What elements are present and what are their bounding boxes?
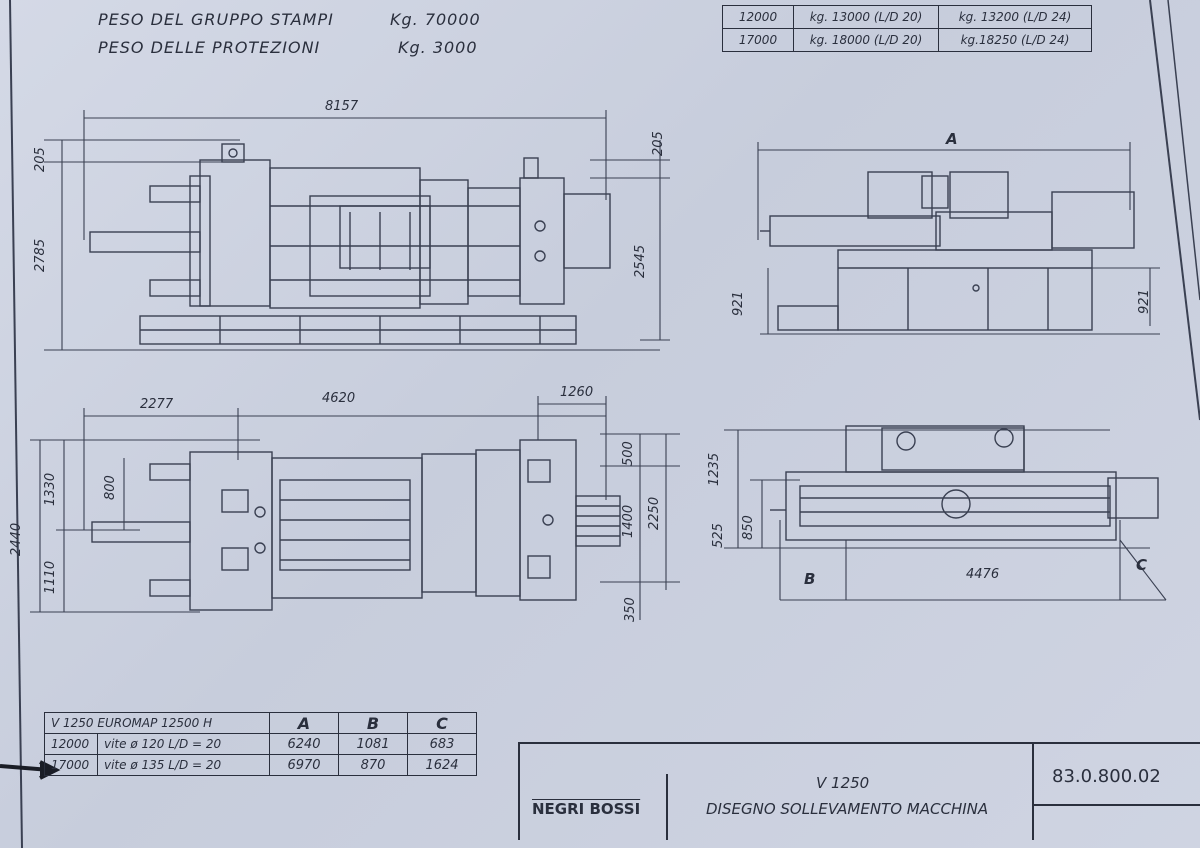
top-right-total-dim: 2250 (647, 496, 662, 530)
weight-ld20: kg. 18000 (L/D 20) (793, 28, 939, 52)
side-view-machine (89, 143, 611, 345)
top-left-total-dim: 2440 (9, 522, 24, 556)
side-height-right-dim: 2545 (633, 244, 648, 278)
inj-height-inner-dim: 850 (741, 515, 756, 540)
dims-row-id: 17000 (44, 754, 98, 776)
description-text: DISEGNO SOLLEVAMENTO MACCHINA (706, 800, 989, 818)
inj-height-total-dim: 1235 (707, 452, 722, 486)
weight-ld24: kg. 13200 (L/D 24) (938, 5, 1092, 29)
top-view-machine (91, 439, 621, 611)
company-cell: NEGRI BOSSI (520, 774, 668, 840)
drawing-number-cell: 83.0.800.02 (1032, 744, 1200, 806)
dims-row-a: 6970 (269, 754, 339, 776)
mold-weight-label: PESO DEL GRUPPO STAMPI (98, 10, 334, 29)
top-left-upper-dim: 1330 (43, 472, 58, 506)
injection-view-machine (770, 425, 1159, 541)
title-block: NEGRI BOSSI V 1250 DISEGNO SOLLEVAMENTO … (518, 742, 1200, 840)
side-height-left-dim: 2785 (33, 238, 48, 272)
dims-row-id: 12000 (44, 733, 98, 755)
dims-row-c: 1624 (407, 754, 477, 776)
guard-weight-value: Kg. 3000 (398, 38, 478, 57)
top-right-top-dim: 500 (621, 441, 636, 466)
inj-length-dim: 4476 (966, 567, 1000, 582)
description-cell: V 1250 DISEGNO SOLLEVAMENTO MACCHINA (666, 744, 1034, 840)
table-row: 12000 vite ø 120 L/D = 20 6240 1081 683 (44, 733, 477, 755)
dims-row-desc: vite ø 120 L/D = 20 (97, 733, 270, 755)
mold-weight-value: Kg. 70000 (390, 10, 481, 29)
inj-height-lower-dim: 525 (711, 523, 726, 548)
top-left-lower-dim: 1110 (43, 560, 58, 594)
inj-label-b: B (804, 570, 816, 588)
top-seg2-dim: 4620 (322, 391, 356, 406)
table-row: 12000 kg. 13000 (L/D 20) kg. 13200 (L/D … (722, 5, 1092, 29)
weight-id: 12000 (722, 5, 794, 29)
weight-ld20: kg. 13000 (L/D 20) (793, 5, 939, 29)
top-right-bottom-dim: 350 (623, 597, 638, 622)
weight-ld24: kg.18250 (L/D 24) (938, 28, 1092, 52)
end-height-left-dim: 921 (731, 291, 746, 316)
weight-table: 12000 kg. 13000 (L/D 20) kg. 13200 (L/D … (722, 5, 1092, 52)
dims-table-title: V 1250 EUROMAP 12500 H (44, 712, 270, 734)
dimensions-table: V 1250 EUROMAP 12500 H A B C 12000 vite … (44, 712, 477, 776)
dims-row-desc: vite ø 135 L/D = 20 (97, 754, 270, 776)
inj-label-c: C (1136, 556, 1148, 574)
guard-weight-label: PESO DELLE PROTEZIONI (98, 38, 321, 57)
end-height-right-dim: 921 (1137, 289, 1152, 314)
table-row: 17000 vite ø 135 L/D = 20 6970 870 1624 (44, 754, 477, 776)
top-seg1-dim: 2277 (140, 397, 174, 412)
dims-header-c: C (407, 712, 477, 734)
top-seg3-dim: 1260 (560, 385, 594, 400)
dims-row-c: 683 (407, 733, 477, 755)
dims-header-a: A (269, 712, 339, 734)
dims-row-a: 6240 (269, 733, 339, 755)
top-right-mid-dim: 1400 (621, 504, 636, 538)
weight-id: 17000 (722, 28, 794, 52)
table-row: 17000 kg. 18000 (L/D 20) kg.18250 (L/D 2… (722, 28, 1092, 52)
side-top-offset-left-dim: 205 (33, 147, 48, 172)
top-left-inner-dim: 800 (103, 475, 118, 500)
dims-row-b: 1081 (338, 733, 408, 755)
drawing-number: 83.0.800.02 (1052, 766, 1161, 787)
company-logo-text: NEGRI BOSSI (532, 800, 641, 818)
table-row: V 1250 EUROMAP 12500 H A B C (44, 712, 477, 734)
end-view-label-a: A (946, 130, 958, 148)
end-view-machine (760, 171, 1135, 331)
model-text: V 1250 (816, 774, 870, 792)
dims-header-b: B (338, 712, 408, 734)
dims-row-b: 870 (338, 754, 408, 776)
side-top-offset-right-dim: 205 (651, 131, 666, 156)
side-length-dim: 8157 (325, 99, 359, 114)
